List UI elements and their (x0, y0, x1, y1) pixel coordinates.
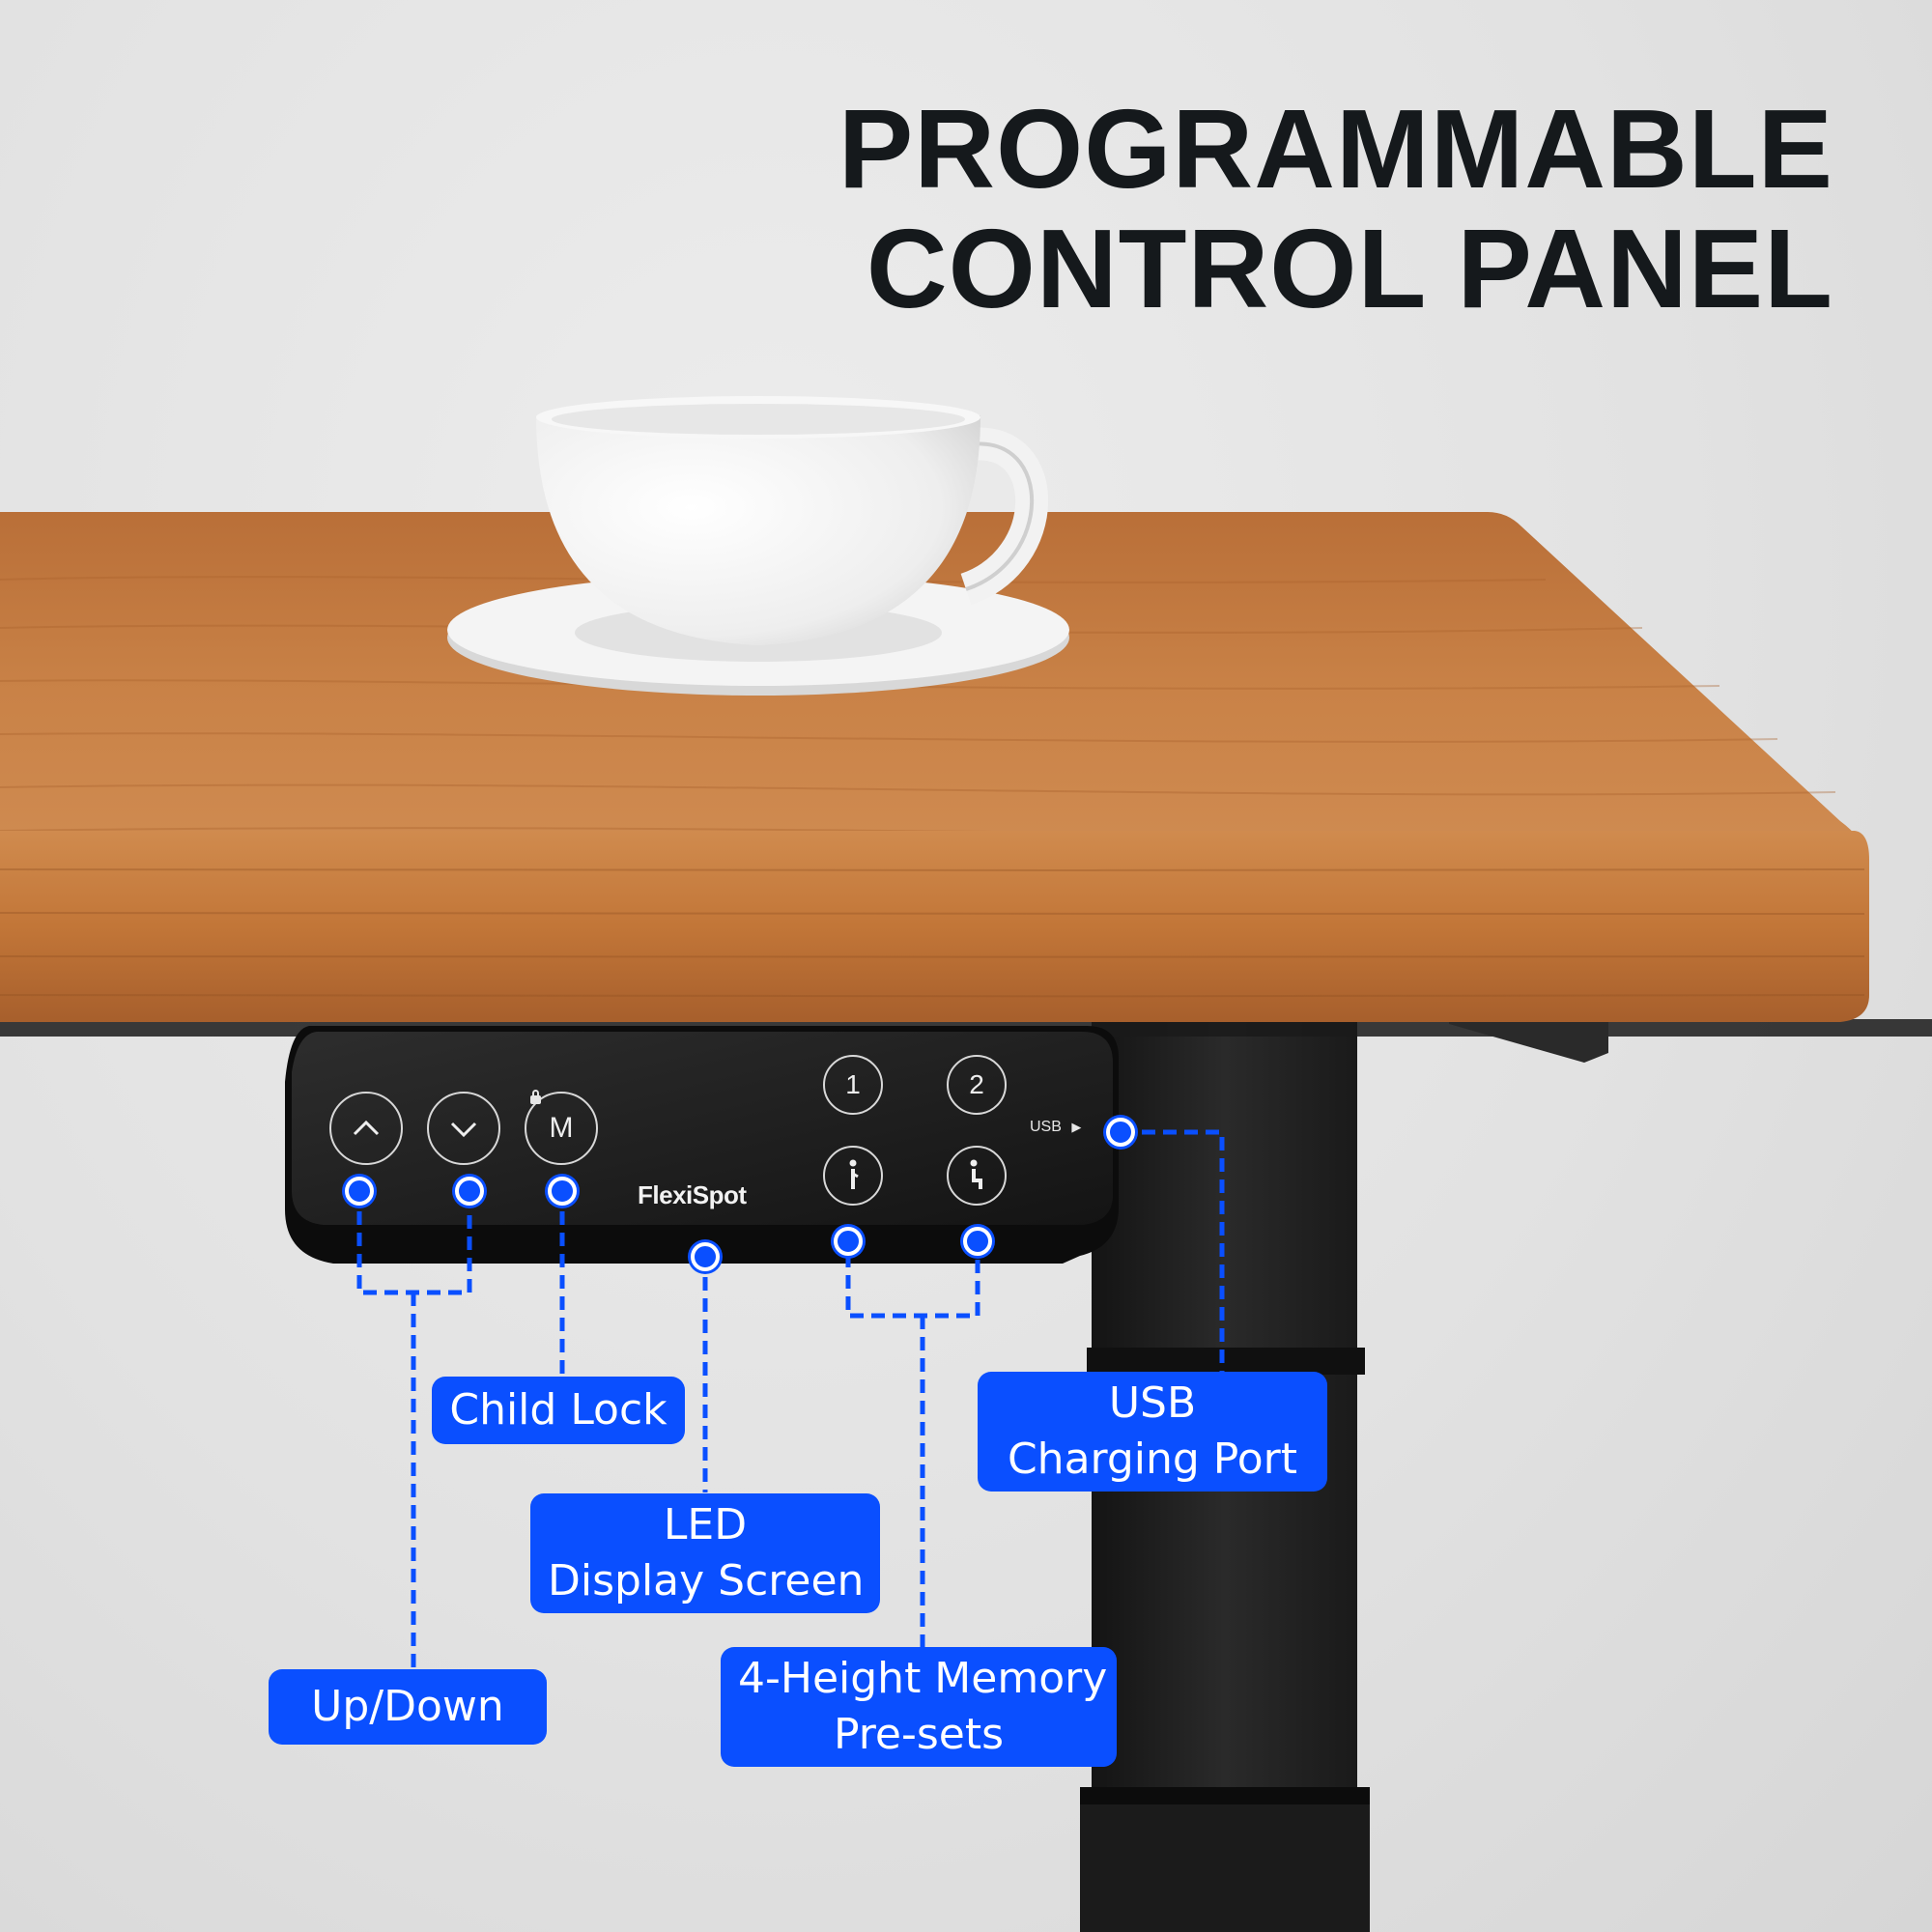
up-button[interactable] (329, 1092, 403, 1165)
control-panel (285, 1026, 1119, 1264)
stand-icon (849, 1159, 859, 1189)
arrow-right-icon: ▶ (1071, 1120, 1082, 1134)
child-lock-label: Child Lock (449, 1385, 668, 1435)
preset-a-callout-dot (834, 1227, 863, 1256)
usb-callout-line-1: USB (1108, 1378, 1197, 1428)
preset-2-button[interactable]: 2 (947, 1055, 1007, 1115)
usb-label: USB (1030, 1119, 1062, 1135)
up-callout-dot (345, 1177, 374, 1206)
memory-label-line-1: 4-Height Memory (738, 1654, 1108, 1703)
frame-bracket (1449, 1022, 1608, 1063)
preset-sit-button[interactable] (947, 1146, 1007, 1206)
headline-line-2: CONTROL PANEL (866, 206, 1833, 331)
up-down-callout: Up/Down (269, 1669, 547, 1745)
led-callout-dot (691, 1242, 720, 1271)
led-label-line-1: LED (663, 1500, 748, 1549)
desk-top-surface (0, 512, 1869, 869)
callout-connectors (356, 1129, 1225, 1669)
preset-stand-button[interactable] (823, 1146, 883, 1206)
down-button[interactable] (427, 1092, 500, 1165)
child-lock-callout-dot (548, 1177, 577, 1206)
chevron-up-icon (353, 1120, 380, 1136)
lock-icon (530, 1090, 541, 1104)
memory-button-label: M (549, 1112, 574, 1144)
usb-callout-dot (1106, 1118, 1135, 1147)
sit-icon (970, 1159, 982, 1189)
headline: PROGRAMMABLE CONTROL PANEL (838, 89, 1833, 328)
usb-callout-line-2: Charging Port (1007, 1435, 1298, 1484)
desk-front-edge (0, 831, 1869, 1022)
chevron-down-icon (450, 1122, 477, 1138)
child-lock-callout: Child Lock (432, 1377, 685, 1444)
preset-2-label: 2 (969, 1069, 984, 1099)
preset-1-label: 1 (845, 1069, 861, 1099)
coffee-cup-image (447, 396, 1069, 696)
usb-port-label: USB ▶ (1030, 1119, 1081, 1136)
down-callout-dot (455, 1177, 484, 1206)
led-label-line-2: Display Screen (548, 1556, 865, 1605)
brand-logo: FlexiSpot (638, 1180, 747, 1209)
memory-button[interactable]: M (525, 1092, 598, 1165)
memory-presets-callout: 4-Height Memory Pre-sets (721, 1647, 1117, 1767)
usb-charging-callout: USB Charging Port (978, 1372, 1327, 1492)
headline-line-1: PROGRAMMABLE (838, 86, 1833, 212)
memory-label-line-2: Pre-sets (834, 1710, 1004, 1759)
preset-b-callout-dot (963, 1227, 992, 1256)
preset-1-button[interactable]: 1 (823, 1055, 883, 1115)
led-display-callout: LED Display Screen (530, 1493, 880, 1613)
up-down-label: Up/Down (311, 1682, 504, 1731)
